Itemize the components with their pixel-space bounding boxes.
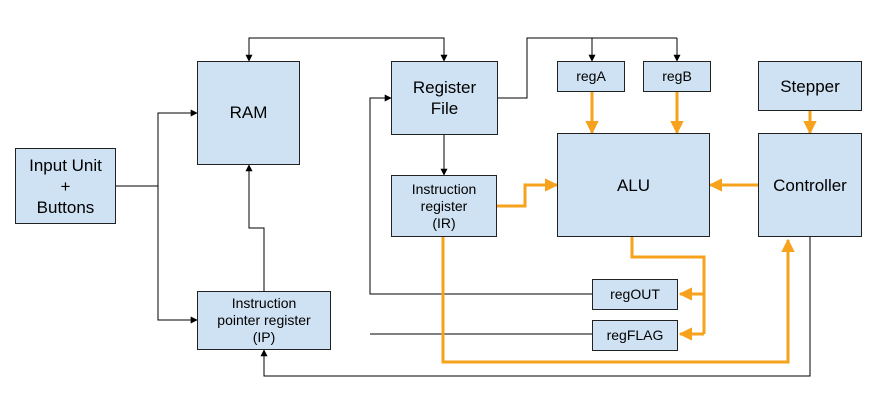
wire-controller-to-ip	[260, 237, 811, 377]
alu-block: ALU	[557, 133, 710, 237]
register-file-label-line-2: File	[430, 99, 459, 118]
input-unit-label-line-2: +	[60, 176, 71, 196]
controller-label: Controller	[773, 175, 847, 195]
wire-feedback-to-register-file	[369, 94, 592, 295]
input-unit-label-line-3: Buttons	[36, 197, 95, 217]
ram-block: RAM	[197, 61, 300, 165]
alu-label: ALU	[616, 175, 651, 195]
register-file-block: Register File	[391, 61, 498, 135]
wire-ram-register-file	[245, 37, 448, 62]
reg-out-label: regOUT	[610, 286, 660, 302]
reg-a-block: regA	[557, 61, 625, 92]
ip-register-label-line-3: (IP)	[252, 329, 276, 345]
ip-register-label-line-1: Instruction	[231, 295, 297, 311]
reg-out-block: regOUT	[592, 279, 678, 310]
instruction-register-label-line-3: (IR)	[432, 214, 456, 231]
ip-register-label-line-2: pointer register	[217, 312, 311, 328]
reg-flag-label: regFLAG	[606, 327, 664, 343]
reg-b-label: regB	[662, 68, 692, 84]
input-unit-block: Input Unit + Buttons	[15, 148, 116, 224]
register-file-label-line-1: Register	[412, 78, 477, 97]
reg-a-label: regA	[576, 68, 606, 84]
stepper-block: Stepper	[758, 61, 862, 111]
controller-block: Controller	[758, 133, 862, 237]
wire-bus-to-ram	[157, 109, 198, 186]
wire-register-file-to-regs	[497, 37, 677, 99]
control-lines	[441, 92, 817, 364]
wire-ip-to-ram	[245, 164, 265, 291]
wire-ir-to-controller	[441, 237, 795, 364]
reg-flag-block: regFLAG	[592, 320, 678, 351]
ip-register-block: Instruction pointer register (IP)	[197, 291, 331, 350]
instruction-register-label-line-2: register	[420, 197, 468, 214]
instruction-register-label-line-1: Instruction	[411, 180, 477, 197]
stepper-label: Stepper	[780, 76, 840, 96]
ram-label: RAM	[229, 103, 268, 122]
reg-b-block: regB	[643, 61, 711, 92]
data-lines	[115, 37, 811, 377]
wire-ir-to-alu	[496, 178, 559, 208]
wire-bus-to-ip	[157, 186, 198, 324]
instruction-register-block: Instruction register (IR)	[391, 175, 497, 237]
input-unit-label-line-1: Input Unit	[29, 155, 102, 175]
